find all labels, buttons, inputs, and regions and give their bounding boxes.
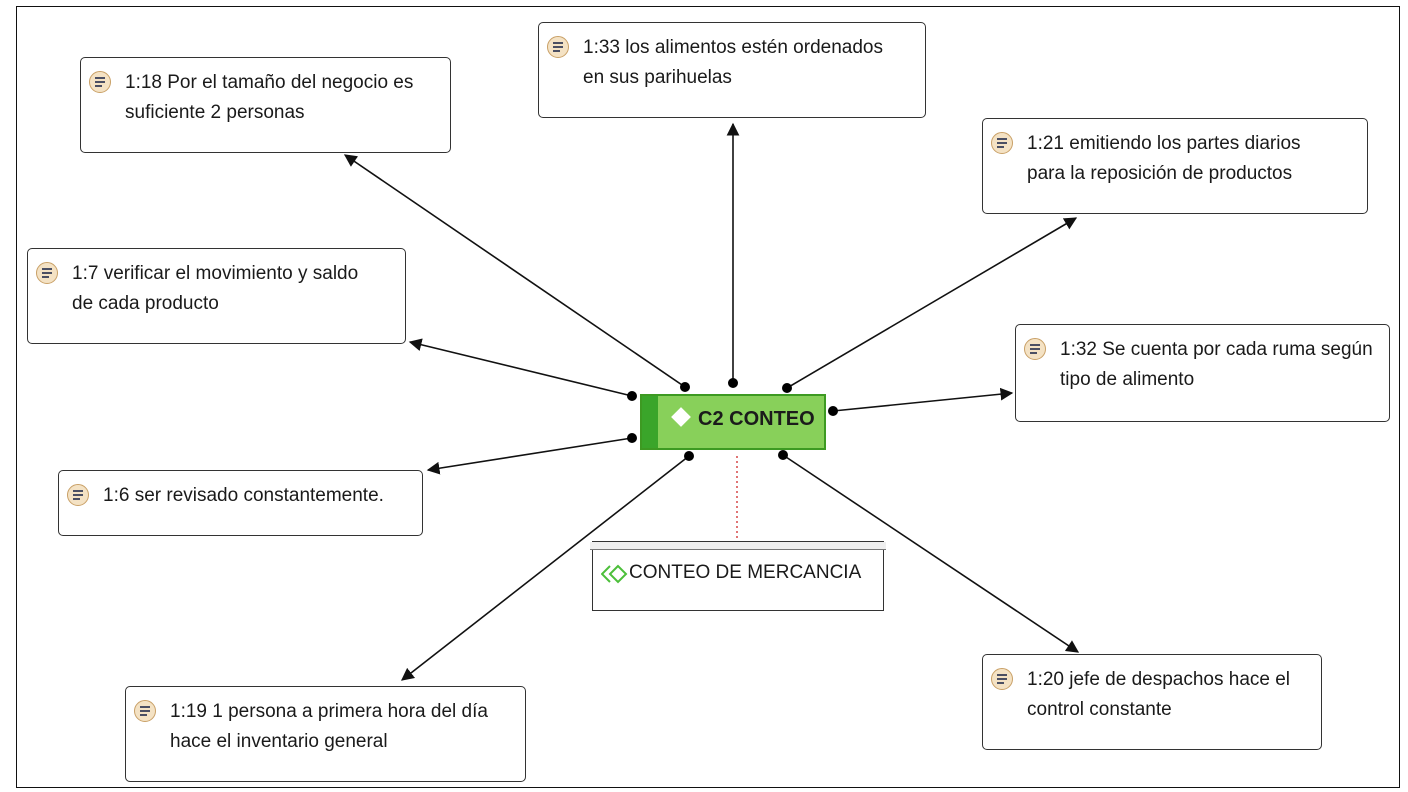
quotation-icon [89,71,111,93]
link-q119 [400,455,690,681]
quotation-icon [134,700,156,722]
quotation-icon [67,484,89,506]
quotation-icon [1024,338,1046,360]
double-diamond-icon [601,564,628,584]
link-q16 [426,437,633,475]
quote-text: 1:33 los alimentos estén ordenados en su… [583,37,883,88]
group-label: CONTEO DE MERCANCIA [629,562,862,583]
quote-node-1-33[interactable]: 1:33 los alimentos estén ordenados en su… [538,22,926,118]
link-q17 [408,338,633,397]
quote-text: 1:7 verificar el movimiento y saldo de c… [72,263,359,314]
quotation-icon [36,262,58,284]
quote-node-1-7[interactable]: 1:7 verificar el movimiento y saldo de c… [27,248,406,344]
quotation-icon [991,668,1013,690]
group-header-bar [590,542,886,550]
quotation-icon [991,132,1013,154]
diagram-frame [16,6,1400,788]
quote-text: 1:18 Por el tamaño del negocio es sufici… [125,72,414,123]
link-q132 [832,387,1014,412]
code-color-strip [642,396,658,448]
quote-node-1-21[interactable]: 1:21 emitiendo los partes diarios para l… [982,118,1368,214]
quotation-icon [547,36,569,58]
quote-node-1-18[interactable]: 1:18 Por el tamaño del negocio es sufici… [80,57,451,153]
code-group-node[interactable]: CONTEO DE MERCANCIA [590,541,886,611]
quote-text: 1:32 Se cuenta por cada ruma según tipo … [1060,339,1373,390]
quote-text: 1:21 emitiendo los partes diarios para l… [1027,133,1301,184]
link-q121 [786,217,1078,389]
quote-text: 1:19 1 persona a primera hora del día ha… [170,701,488,752]
quote-node-1-6[interactable]: 1:6 ser revisado constantemente. [58,470,423,536]
quote-node-1-32[interactable]: 1:32 Se cuenta por cada ruma según tipo … [1015,324,1390,422]
quote-text: 1:20 jefe de despachos hace el control c… [1027,669,1291,720]
quote-text: 1:6 ser revisado constantemente. [103,485,384,506]
quote-node-1-19[interactable]: 1:19 1 persona a primera hora del día ha… [125,686,526,782]
link-q120 [782,454,1080,653]
code-label: C2 CONTEO [698,408,815,430]
diamond-icon [671,407,691,427]
code-node-c2-conteo[interactable]: C2 CONTEO [640,394,826,450]
quote-node-1-20[interactable]: 1:20 jefe de despachos hace el control c… [982,654,1322,750]
link-q118 [343,154,686,388]
